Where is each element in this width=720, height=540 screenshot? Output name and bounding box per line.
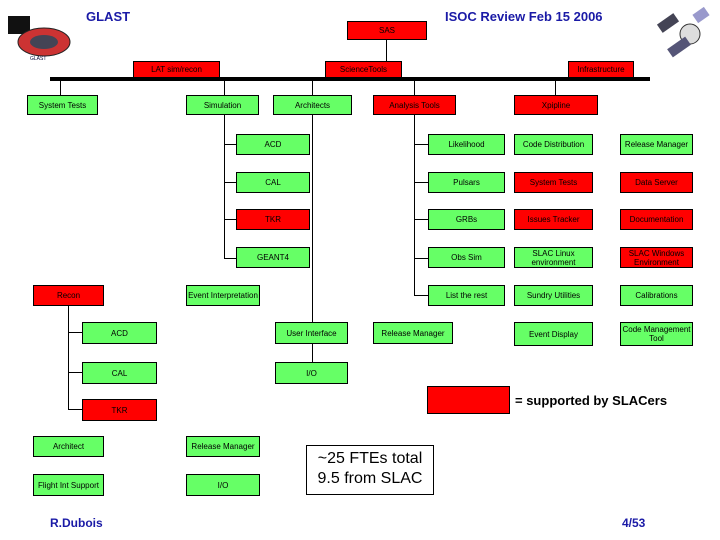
architects-trunk (312, 115, 313, 371)
author: R.Dubois (50, 516, 103, 530)
infra-system-tests-box: System Tests (514, 172, 593, 193)
sim-branch-geant4 (224, 258, 236, 259)
analysis-pulsars-box: Pulsars (428, 172, 505, 193)
recon-branch-acd (68, 332, 82, 333)
infra-slac-linux-box: SLAC Linux environment (514, 247, 593, 268)
recon-acd-box: ACD (82, 322, 157, 344)
infrastructure-box: Infrastructure (568, 61, 634, 78)
sas-box: SAS (347, 21, 427, 40)
sim-cal-box: CAL (236, 172, 310, 193)
connector-simulation (224, 81, 225, 95)
recon-box: Recon (33, 285, 104, 306)
header-left: GLAST (86, 9, 131, 24)
recon-branch-tkr (68, 409, 82, 410)
fte-line-2: 9.5 from SLAC (317, 470, 423, 487)
page-number: 4/53 (622, 516, 646, 530)
glast-logo-icon: GLAST (8, 16, 71, 62)
sim-tkr-box: TKR (236, 209, 310, 230)
sim-branch-acd (224, 144, 236, 145)
simulation-box: Simulation (186, 95, 259, 115)
sim-branch-cal (224, 182, 236, 183)
io-box: I/O (275, 362, 348, 384)
connector-system-tests (60, 81, 61, 95)
analysis-trunk (414, 115, 415, 295)
infra-calibrations-box: Calibrations (620, 285, 693, 306)
analysis-likelihood-box: Likelihood (428, 134, 505, 155)
analysis-branch-3 (414, 219, 428, 220)
analysis-grbs-box: GRBs (428, 209, 505, 230)
analysis-branch-4 (414, 258, 428, 259)
infra-code-management-box: Code Management Tool (620, 322, 693, 346)
architects-box: Architects (273, 95, 352, 115)
system-tests-box: System Tests (27, 95, 98, 115)
connector-sas (386, 40, 387, 77)
infra-issues-tracker-box: Issues Tracker (514, 209, 593, 230)
connector-xpipeline (555, 81, 556, 95)
sim-branch-tkr (224, 219, 236, 220)
infra-code-distribution-box: Code Distribution (514, 134, 593, 155)
bottom-release-manager-box: Release Manager (186, 436, 260, 457)
fte-line-1: ~25 FTEs total (317, 450, 423, 467)
recon-trunk (68, 306, 69, 410)
sim-acd-box: ACD (236, 134, 310, 155)
recon-cal-box: CAL (82, 362, 157, 384)
recon-branch-cal (68, 372, 82, 373)
science-tools-box: ScienceTools (325, 61, 402, 78)
bottom-io-box: I/O (186, 474, 260, 496)
analysis-branch-2 (414, 182, 428, 183)
infra-sundry-utilities-box: Sundry Utilities (514, 285, 593, 306)
event-interpretation-box: Event Interpretation (186, 285, 260, 306)
legend-swatch (427, 386, 510, 414)
svg-text:GLAST: GLAST (30, 56, 46, 62)
analysis-tools-box: Analysis Tools (373, 95, 456, 115)
header-center: ISOC Review Feb 15 2006 (445, 9, 603, 24)
main-bar (50, 77, 650, 81)
infra-data-server-box: Data Server (620, 172, 693, 193)
xpipeline-box: Xpipline (514, 95, 598, 115)
connector-analysis (414, 81, 415, 95)
user-interface-box: User Interface (275, 322, 348, 344)
infra-documentation-box: Documentation (620, 209, 693, 230)
flight-int-support-box: Flight Int Support (33, 474, 104, 496)
infra-slac-windows-box: SLAC Windows Environment (620, 247, 693, 268)
legend-text: = supported by SLACers (515, 393, 668, 408)
satellite-logo-icon (656, 6, 710, 58)
sim-geant4-box: GEANT4 (236, 247, 310, 268)
infra-event-display-box: Event Display (514, 322, 593, 346)
analysis-obs-sim-box: Obs Sim (428, 247, 505, 268)
architect-box: Architect (33, 436, 104, 457)
connector-architects (312, 81, 313, 95)
analysis-branch-1 (414, 144, 428, 145)
infra-release-manager-box: Release Manager (620, 134, 693, 155)
analysis-release-manager-box: Release Manager (373, 322, 453, 344)
analysis-branch-5 (414, 295, 428, 296)
fte-note: ~25 FTEs total 9.5 from SLAC (306, 445, 434, 495)
recon-tkr-box: TKR (82, 399, 157, 421)
lat-sim-recon-box: LAT sim/recon (133, 61, 220, 78)
analysis-list-rest-box: List the rest (428, 285, 505, 306)
sim-trunk (224, 115, 225, 259)
